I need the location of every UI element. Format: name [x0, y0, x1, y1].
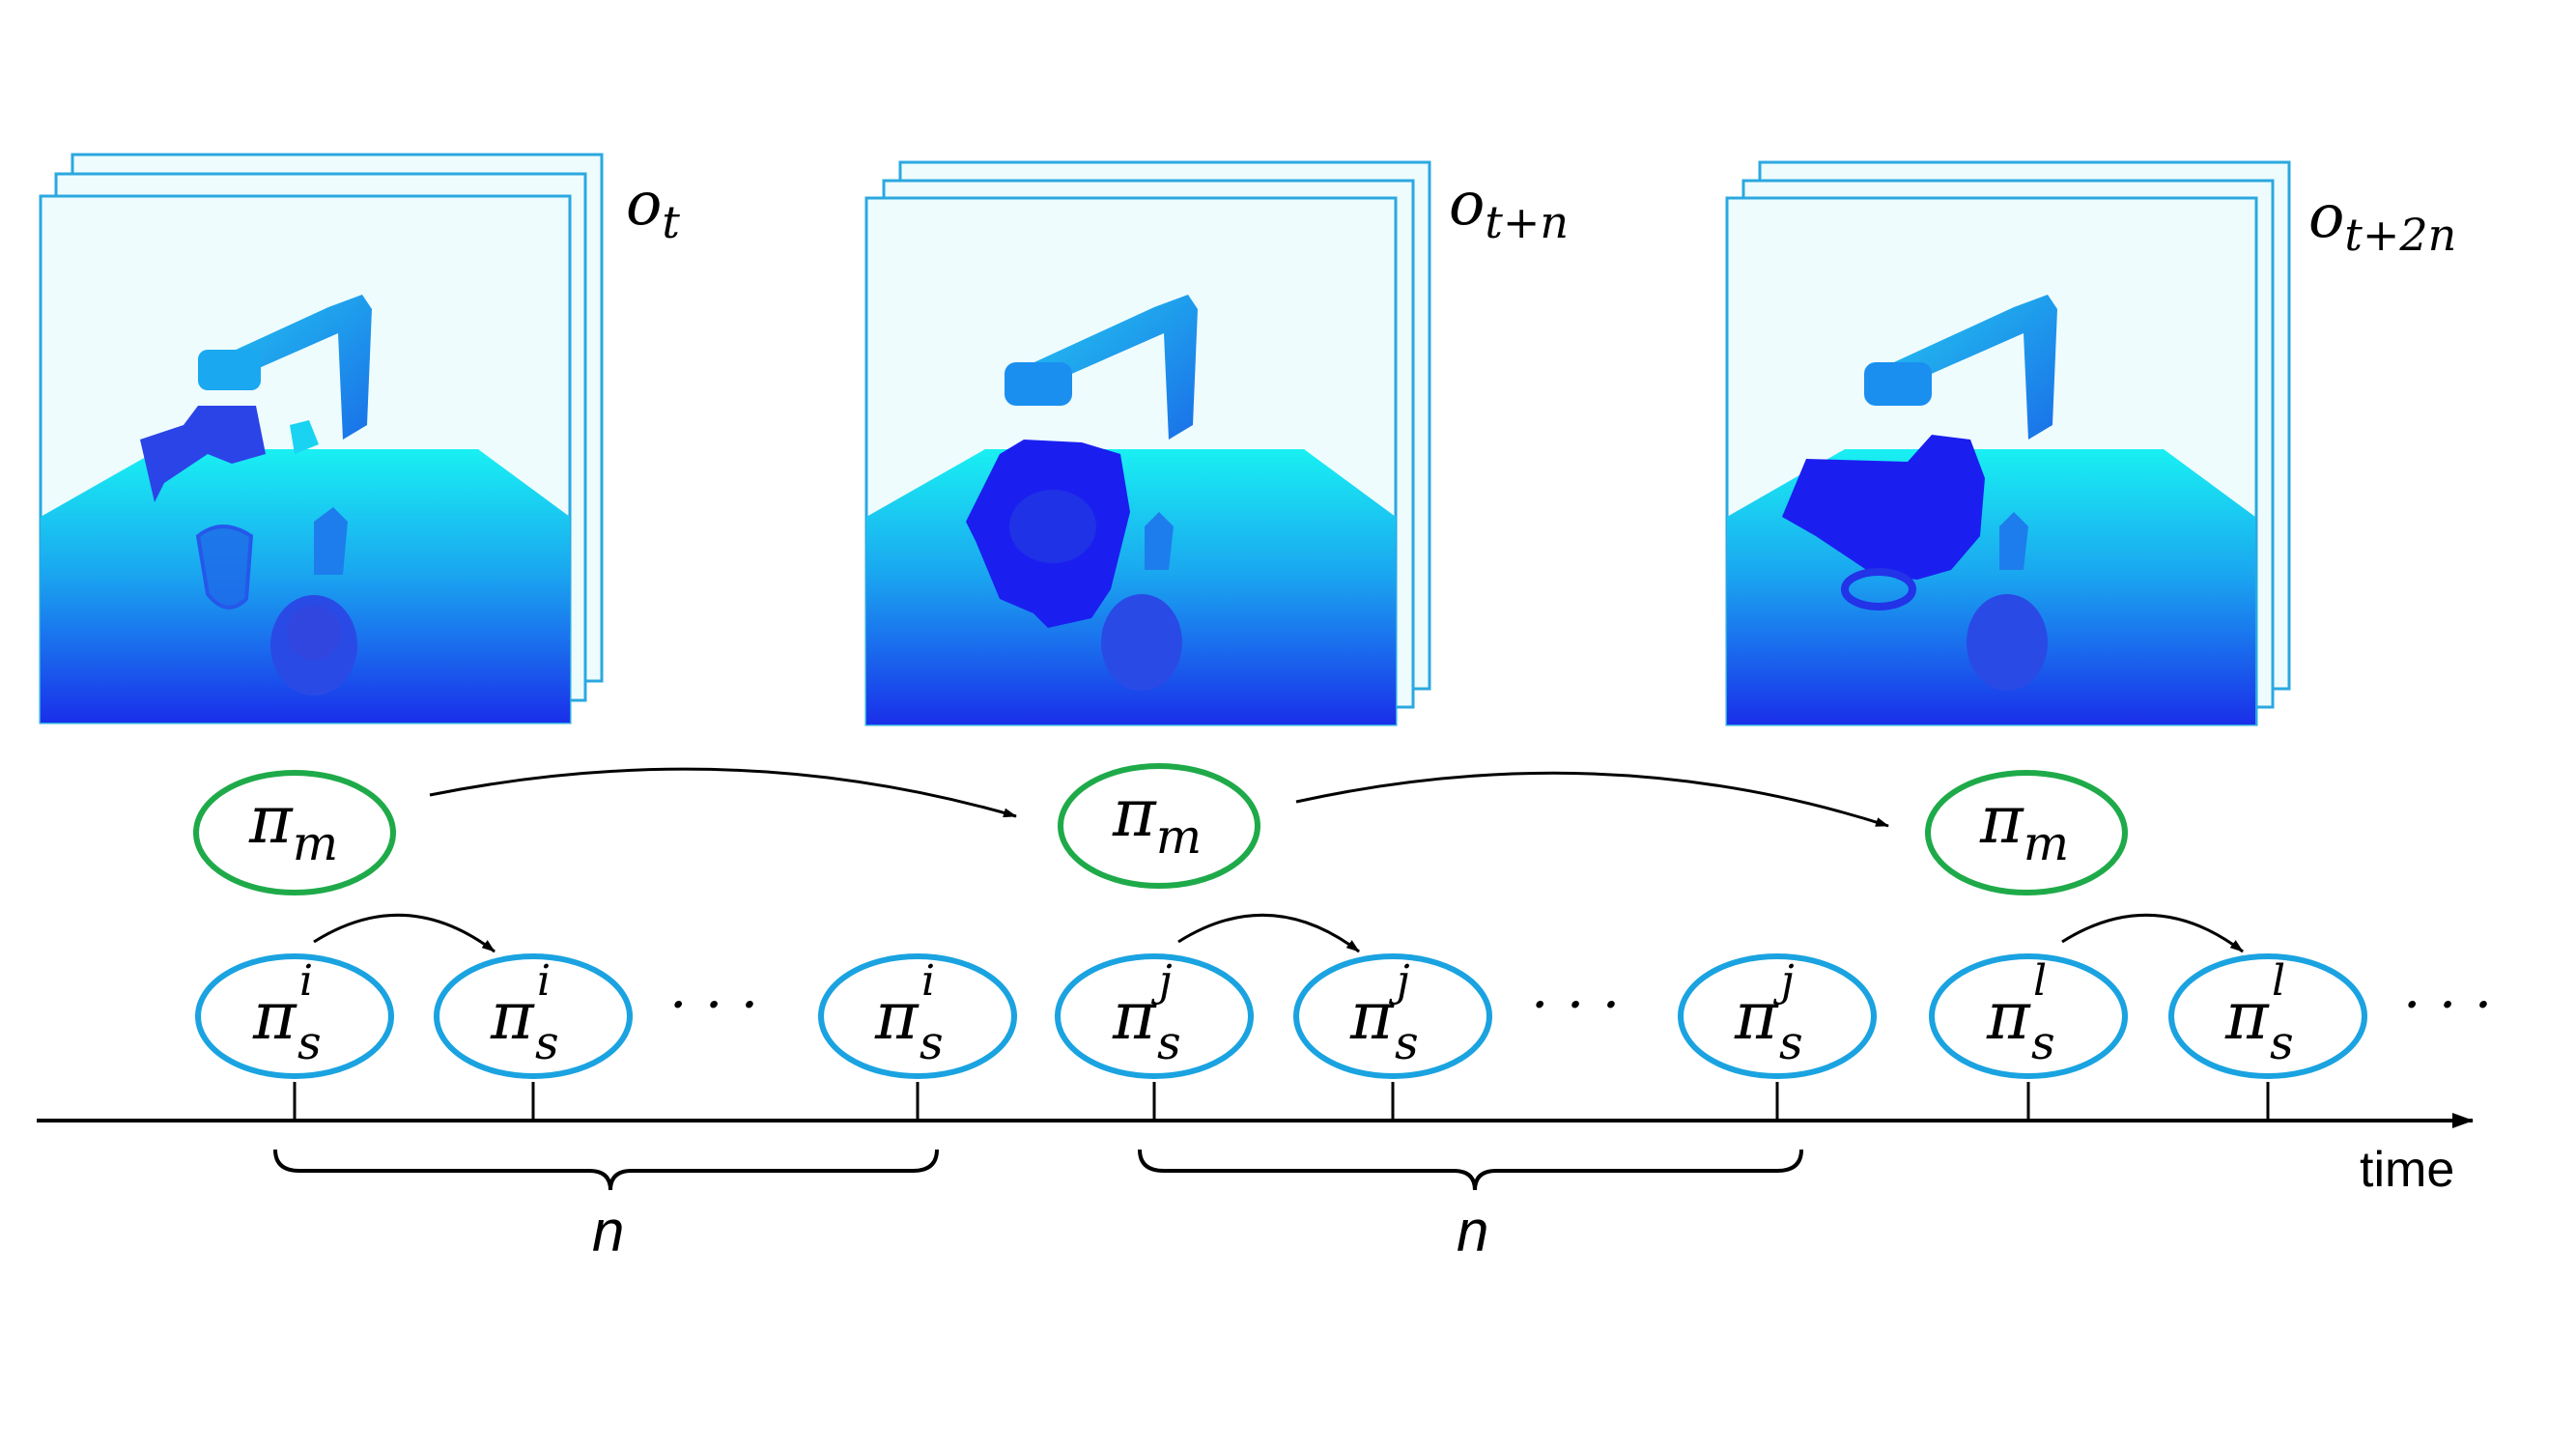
- ellipsis-l: · · ·: [2403, 972, 2492, 1037]
- ellipsis-j: · · ·: [1531, 972, 1620, 1037]
- sub-transition-arrow-j: [1177, 913, 1360, 953]
- svg-text:π: π: [2224, 979, 2270, 1055]
- master-policy-label-2: πm: [1112, 776, 1202, 865]
- svg-text:s: s: [1157, 1016, 1181, 1070]
- sub-policy-i-3: π i s: [818, 953, 1017, 1079]
- svg-text:i: i: [299, 956, 313, 1006]
- master-transition-arrow-2: [1295, 771, 1889, 828]
- svg-text:π: π: [490, 979, 535, 1055]
- observation-label-1: ot: [626, 168, 680, 248]
- observation-stack-2: ot+n: [864, 160, 1569, 726]
- svg-text:l: l: [2033, 956, 2047, 1006]
- sub-policy-j-1: π j s: [1055, 953, 1254, 1079]
- time-axis-label: time: [2360, 1142, 2454, 1198]
- svg-text:l: l: [2272, 956, 2285, 1006]
- sub-policy-l-2: π l s: [2168, 953, 2367, 1079]
- ellipsis-i: · · ·: [669, 972, 758, 1037]
- time-ticks: [293, 1082, 2270, 1121]
- depth-image-1: [39, 194, 572, 724]
- depth-image-2: [864, 196, 1398, 726]
- svg-text:π: π: [252, 979, 297, 1055]
- sub-transition-arrow-i: [313, 913, 495, 953]
- svg-text:s: s: [2270, 1016, 2294, 1070]
- sub-policy-i-2: π i s: [434, 953, 633, 1079]
- master-policy-label-1: πm: [248, 782, 338, 871]
- observation-label-2: ot+n: [1449, 168, 1569, 248]
- observation-stack-3: ot+2n: [1725, 160, 2456, 726]
- brace-label-1: n: [592, 1199, 624, 1264]
- svg-text:π: π: [1112, 979, 1157, 1055]
- master-policy-label-3: πm: [1979, 782, 2069, 871]
- brace-1: [273, 1149, 939, 1191]
- svg-text:π: π: [874, 979, 920, 1055]
- brace-2: [1138, 1149, 1803, 1191]
- observation-label-3: ot+2n: [2308, 181, 2456, 261]
- sub-policy-i-1: π i s: [195, 953, 394, 1079]
- master-transition-arrow-1: [429, 767, 1017, 818]
- master-policy-1: πm: [193, 770, 396, 895]
- brace-label-2: n: [1457, 1199, 1488, 1264]
- sub-policy-l-1: π l s: [1929, 953, 2128, 1079]
- depth-image-3: [1725, 196, 2258, 726]
- observation-stack-1: ot: [39, 153, 680, 724]
- svg-text:π: π: [1986, 979, 2031, 1055]
- sub-policy-j-3: π j s: [1678, 953, 1877, 1079]
- svg-text:i: i: [537, 956, 551, 1006]
- svg-text:s: s: [297, 1016, 322, 1070]
- svg-text:i: i: [921, 956, 935, 1006]
- svg-text:π: π: [1734, 979, 1779, 1055]
- svg-text:s: s: [535, 1016, 559, 1070]
- svg-text:π: π: [1349, 979, 1395, 1055]
- sub-transition-arrow-l: [2061, 913, 2244, 953]
- svg-text:s: s: [1395, 1016, 1419, 1070]
- sub-policy-j-2: π j s: [1293, 953, 1492, 1079]
- svg-text:s: s: [1779, 1016, 1803, 1070]
- master-policy-2: πm: [1058, 763, 1260, 889]
- svg-text:s: s: [920, 1016, 944, 1070]
- svg-text:s: s: [2031, 1016, 2055, 1070]
- master-policy-3: πm: [1925, 770, 2128, 895]
